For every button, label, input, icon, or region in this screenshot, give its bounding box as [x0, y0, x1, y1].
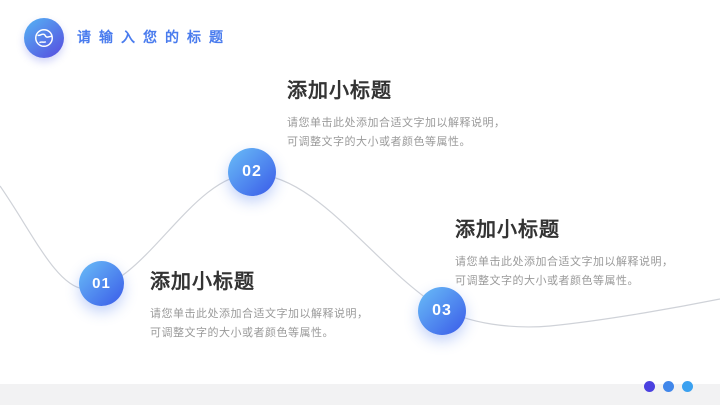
step-text-block-03: 添加小标题 请您单击此处添加合适文字加以解释说明， 可调整文字的大小或者颜色等属… [455, 213, 674, 291]
footer-bar [0, 384, 720, 405]
pagination-dots [644, 381, 693, 392]
step-heading: 添加小标题 [287, 80, 392, 102]
step-heading: 添加小标题 [150, 271, 255, 293]
pagination-dot [682, 381, 693, 392]
step-desc-line: 可调整文字的大小或者颜色等属性。 [150, 327, 334, 339]
step-badge-03: 03 [418, 287, 466, 335]
step-text-block-01: 添加小标题 请您单击此处添加合适文字加以解释说明， 可调整文字的大小或者颜色等属… [150, 265, 369, 343]
step-text-block-02: 添加小标题 请您单击此处添加合适文字加以解释说明， 可调整文字的大小或者颜色等属… [287, 74, 506, 152]
step-number: 02 [242, 163, 262, 180]
step-number: 01 [92, 275, 111, 292]
step-desc-line: 请您单击此处添加合适文字加以解释说明， [455, 256, 674, 268]
step-number: 03 [432, 302, 452, 319]
step-desc-line: 请您单击此处添加合适文字加以解释说明， [150, 308, 369, 320]
slide-title: 请输入您的标题 [77, 29, 231, 45]
step-badge-01: 01 [79, 261, 124, 306]
step-desc-line: 可调整文字的大小或者颜色等属性。 [455, 275, 639, 287]
globe-icon [33, 27, 55, 49]
step-desc-line: 请您单击此处添加合适文字加以解释说明， [287, 117, 506, 129]
step-badge-02: 02 [228, 148, 276, 196]
step-desc-line: 可调整文字的大小或者颜色等属性。 [287, 136, 471, 148]
step-heading: 添加小标题 [455, 219, 560, 241]
pagination-dot [644, 381, 655, 392]
slide-logo [24, 18, 64, 58]
pagination-dot [663, 381, 674, 392]
